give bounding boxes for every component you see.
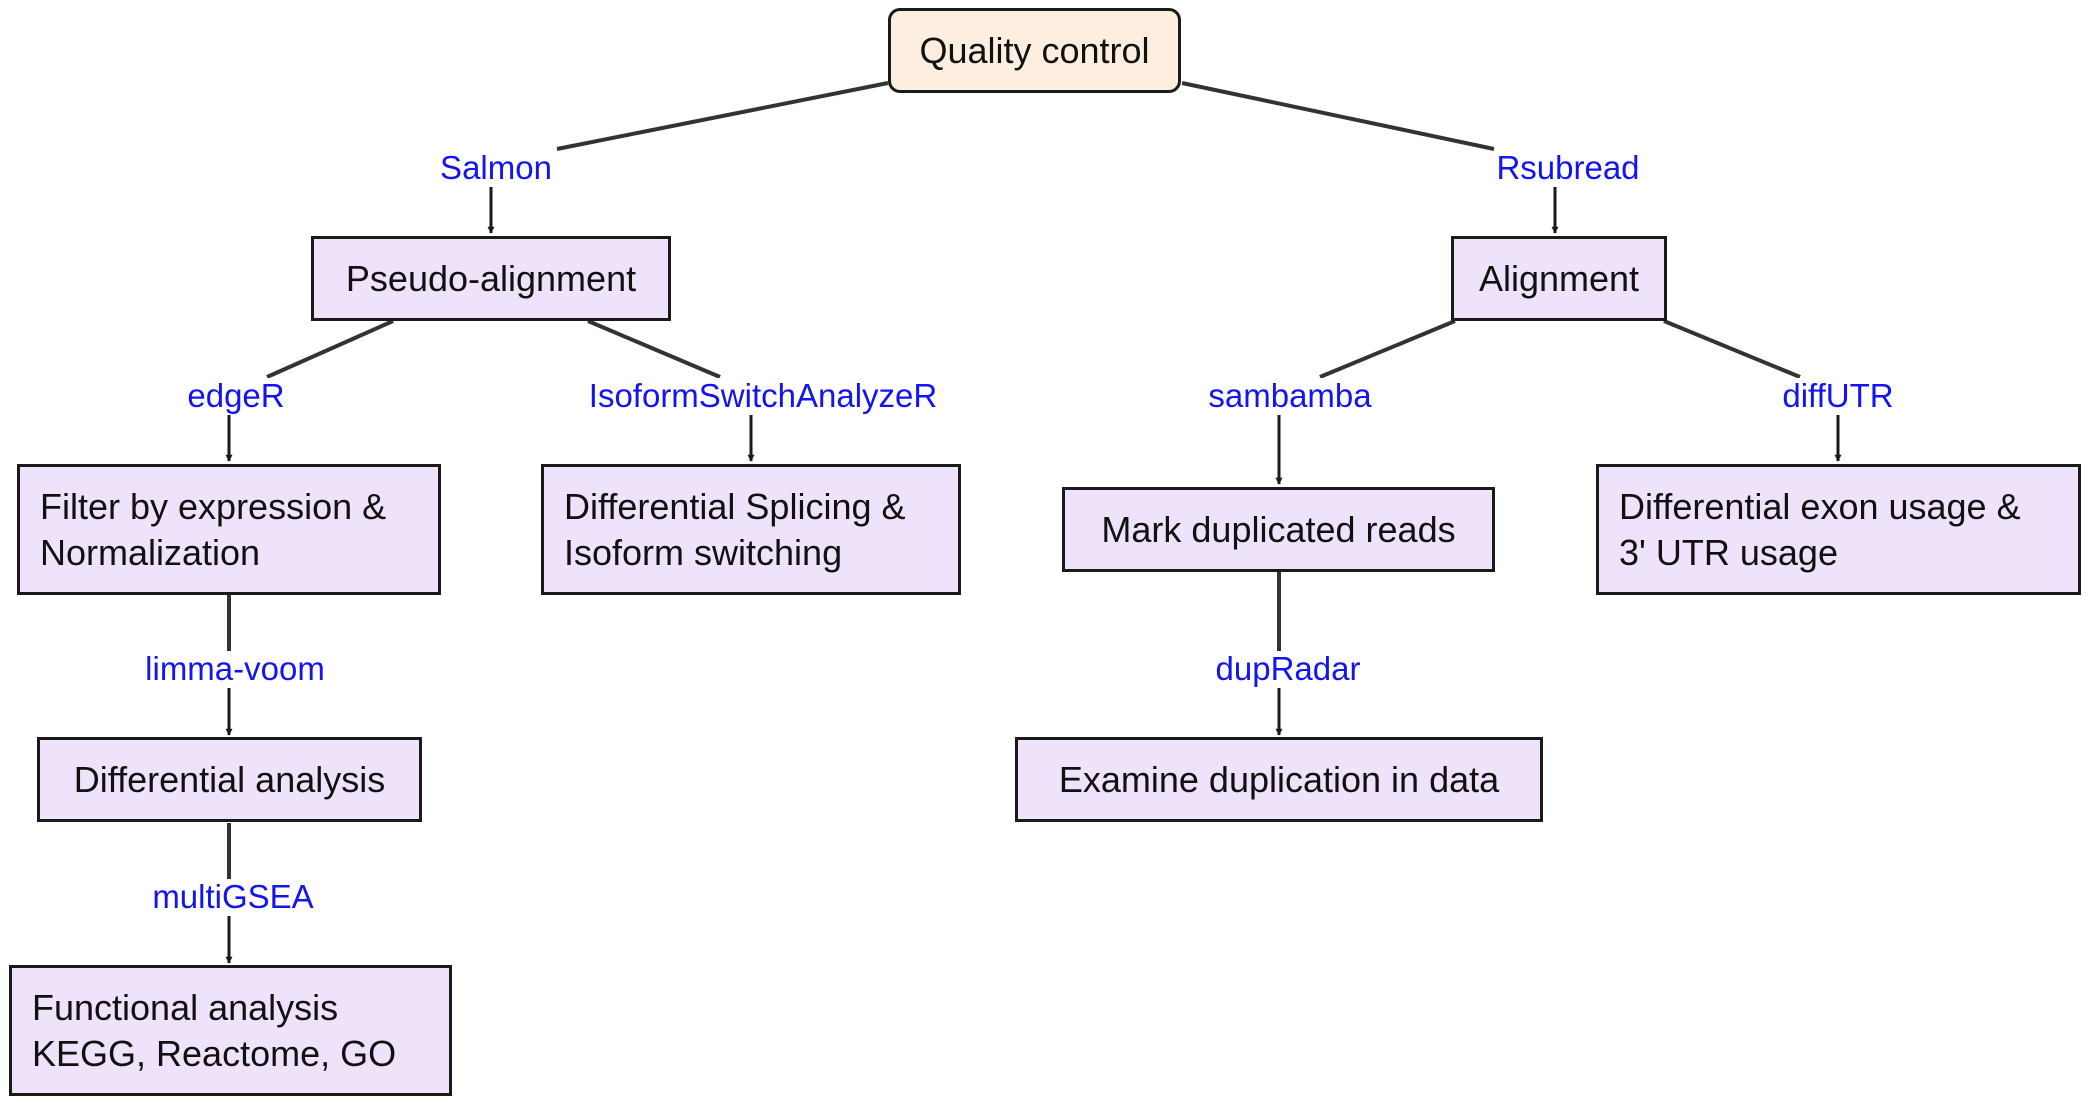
tool-label-isoformswitchanalyzer: IsoformSwitchAnalyzeR <box>586 377 940 414</box>
edge-connector <box>1663 319 1801 379</box>
node-label: Mark duplicated reads <box>1101 508 1456 550</box>
node-alignment: Alignment <box>1451 236 1667 321</box>
tool-label-rsubread: Rsubread <box>1494 149 1642 186</box>
node-label: Quality control <box>919 29 1150 71</box>
edge-connector <box>1181 81 1495 151</box>
node-differential-analysis: Differential analysis <box>37 737 422 822</box>
tool-label-edger: edgeR <box>185 377 287 414</box>
tool-label-dupradar: dupRadar <box>1213 650 1363 687</box>
node-examine-duplication: Examine duplication in data <box>1015 737 1543 822</box>
tool-label-diffutr: diffUTR <box>1780 377 1896 414</box>
node-functional-analysis: Functional analysis KEGG, Reactome, GO <box>9 965 452 1096</box>
tool-label-salmon: Salmon <box>438 149 554 186</box>
node-label: Alignment <box>1478 257 1640 299</box>
node-label: Differential Splicing & Isoform switchin… <box>564 485 906 573</box>
tool-label-multigsea: multiGSEA <box>150 878 316 915</box>
node-pseudo-alignment: Pseudo-alignment <box>311 236 671 321</box>
node-differential-splicing: Differential Splicing & Isoform switchin… <box>541 464 961 595</box>
tool-label-limma-voom: limma-voom <box>143 650 327 687</box>
node-label: Differential exon usage & 3' UTR usage <box>1619 485 2021 573</box>
node-filter-normalization: Filter by expression & Normalization <box>17 464 441 595</box>
edge-connector <box>266 319 394 379</box>
tool-label-sambamba: sambamba <box>1206 377 1374 414</box>
node-label: Examine duplication in data <box>1058 758 1500 800</box>
node-mark-duplicated: Mark duplicated reads <box>1062 487 1495 572</box>
node-label: Functional analysis KEGG, Reactome, GO <box>32 986 397 1074</box>
node-quality-control: Quality control <box>888 8 1181 93</box>
edge-connector <box>1319 319 1456 379</box>
node-label: Pseudo-alignment <box>345 257 637 299</box>
edge-connector <box>556 81 889 151</box>
node-differential-exon: Differential exon usage & 3' UTR usage <box>1596 464 2081 595</box>
node-label: Differential analysis <box>73 758 386 800</box>
node-label: Filter by expression & Normalization <box>40 485 387 573</box>
edge-connector <box>587 319 721 379</box>
